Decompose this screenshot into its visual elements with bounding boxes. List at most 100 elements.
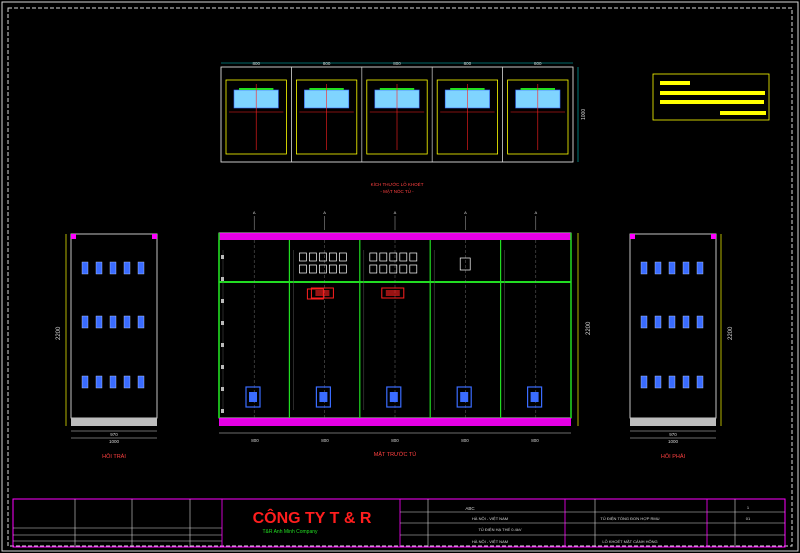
vent-slot <box>81 375 89 389</box>
vent-slot <box>682 261 690 275</box>
marker-label: A <box>464 210 467 215</box>
tb-city-1: HÀ NỘI - VIỆT NAM <box>472 516 508 521</box>
marker-label: A <box>534 210 537 215</box>
meter-box <box>319 252 327 262</box>
top-cell-inner <box>366 79 428 155</box>
tb-drawing-name: LỖ KHOÉT MẶT CÁNH HÔNG <box>602 539 657 544</box>
relay-box <box>306 288 324 300</box>
vent-slot <box>682 315 690 329</box>
marker-label: A <box>323 210 326 215</box>
top-width-dim: 800 <box>464 61 472 66</box>
vent-slot <box>654 315 662 329</box>
right-caption: HÔI PHẢI <box>661 453 686 460</box>
left-caption: HÔI TRÁI <box>102 453 126 460</box>
left-height-dim: 2200 <box>56 326 62 340</box>
top-cell-inner <box>225 79 287 155</box>
hinge <box>221 255 224 259</box>
tb-drawing-title: TỦ ĐIỆN TỔNG ĐƠN HỢP RMU <box>600 516 659 521</box>
meter-box <box>299 252 307 262</box>
tb-city-2: HÀ NỘI - VIỆT NAM <box>472 539 508 544</box>
vent-slot <box>137 315 145 329</box>
relay-box <box>381 287 405 299</box>
vent-slot <box>668 375 676 389</box>
relay-fill <box>385 290 400 296</box>
meter-box <box>309 252 317 262</box>
meter-box <box>389 264 398 274</box>
top-depth-dim: 1000 <box>581 109 587 120</box>
vent-slot <box>123 315 131 329</box>
tb-sheet-no: 01 <box>746 516 751 521</box>
top-cell-inner <box>507 79 569 155</box>
indicator-box <box>459 257 471 271</box>
vent-slot <box>654 375 662 389</box>
meter-box <box>389 252 398 262</box>
meter-box <box>399 252 408 262</box>
relay-fill <box>315 290 330 296</box>
hinge <box>221 365 224 369</box>
title-block: CÔNG TY T & R T&R Anh Minh Company ABC H… <box>12 498 786 548</box>
hinge <box>221 343 224 347</box>
meter-box <box>369 264 378 274</box>
breaker-outline <box>245 386 261 408</box>
vent-slot <box>696 375 704 389</box>
front-width-4: 800 <box>461 438 469 443</box>
vent-slot <box>123 375 131 389</box>
meter-box <box>409 264 418 274</box>
top-width-dim: 800 <box>393 61 401 66</box>
right-outer-width: 1000 <box>668 439 679 444</box>
meter-box <box>379 264 388 274</box>
vent-slot <box>654 261 662 275</box>
top-cell-inner <box>436 79 499 155</box>
vent-slot <box>123 261 131 275</box>
breaker-outline <box>456 386 472 408</box>
meter-box <box>339 264 347 274</box>
vent-slot <box>682 375 690 389</box>
legend-box <box>652 73 770 121</box>
vent-slot <box>109 375 117 389</box>
right-inner-width: 970 <box>669 432 677 437</box>
left-side-view: 2200 970 1000 HÔI TRÁI <box>56 233 158 460</box>
front-width-1: 800 <box>251 438 259 443</box>
marker-label: A <box>394 210 397 215</box>
front-caption: MẶT TRƯỚC TỦ <box>374 451 416 458</box>
vent-slot <box>109 261 117 275</box>
meter-box <box>329 264 337 274</box>
hinge <box>221 409 224 413</box>
company-name: CÔNG TY T & R <box>253 508 372 527</box>
vent-slot <box>81 261 89 275</box>
tb-sheet: 1 <box>747 505 750 510</box>
top-view-title: KÍCH THƯỚC LỖ KHOÉT <box>371 181 424 187</box>
vent-slot <box>95 375 103 389</box>
top-width-dim: 800 <box>534 61 542 66</box>
vent-slot <box>668 315 676 329</box>
breaker-handle <box>530 392 539 402</box>
vent-slot <box>696 261 704 275</box>
meter-box <box>299 264 307 274</box>
breaker-outline <box>315 386 331 408</box>
vent-slot <box>668 261 676 275</box>
meter-box <box>409 252 418 262</box>
right-height-dim: 2200 <box>728 326 734 340</box>
tb-project: TỦ ĐIỆN HẠ THẾ 0.4kV <box>478 527 521 532</box>
meter-box <box>319 264 327 274</box>
breaker-handle <box>389 392 398 402</box>
meter-box <box>339 252 347 262</box>
tb-code: ABC <box>465 506 475 511</box>
vent-slot <box>95 261 103 275</box>
left-outer-width: 1000 <box>109 439 120 444</box>
vent-slot <box>640 315 648 329</box>
relay-box <box>310 287 334 299</box>
hinge <box>221 277 224 281</box>
breaker-handle <box>249 392 257 402</box>
meter-box <box>329 252 337 262</box>
meter-box <box>379 252 388 262</box>
top-view-subtitle: - MẶT NÓC TỦ - <box>380 188 414 194</box>
front-width-2: 800 <box>321 438 329 443</box>
hinge <box>221 321 224 325</box>
meter-box <box>309 264 317 274</box>
breaker-outline <box>526 386 543 408</box>
top-cell-inner <box>295 79 358 155</box>
